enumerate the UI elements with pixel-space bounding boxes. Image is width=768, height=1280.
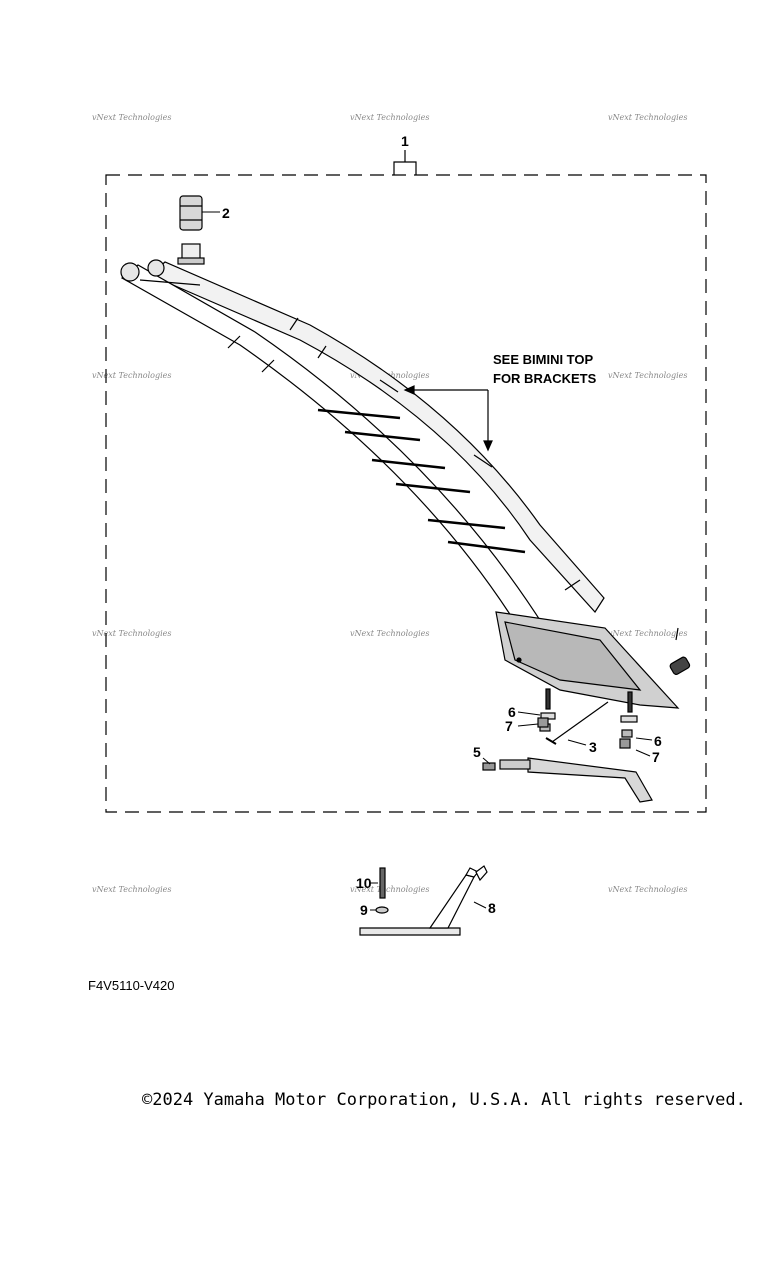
- hardware-parts: [482, 627, 691, 803]
- note-line-2: FOR BRACKETS: [493, 371, 597, 386]
- watermark: vNext Technologies: [608, 371, 687, 380]
- note-line-1: SEE BIMINI TOP: [493, 352, 593, 367]
- callout-5: 5: [473, 744, 481, 760]
- leader-lines: [202, 211, 653, 911]
- callout-10: 10: [356, 875, 372, 891]
- callout-1: 1: [401, 133, 409, 149]
- callout-6: 6: [508, 704, 516, 720]
- watermark: vNext Technologies: [350, 885, 429, 894]
- bimini-note: SEE BIMINI TOP FOR BRACKETS: [493, 352, 597, 386]
- watermark: vNext Technologies: [608, 885, 687, 894]
- bracket-pointers: [379, 379, 493, 468]
- tower-frame: [120, 259, 680, 709]
- callout-3: 3: [589, 739, 597, 755]
- assembly-frame: [105, 150, 707, 813]
- callout-2: 2: [222, 205, 230, 221]
- watermark-group: vNext Technologies vNext Technologies vN…: [92, 113, 687, 894]
- callout-labels: 1 2 3 5 6 6 7 7 8 9 10: [222, 133, 662, 918]
- watermark: vNext Technologies: [92, 371, 171, 380]
- callout-8: 8: [488, 900, 496, 916]
- watermark: vNext Technologies: [92, 885, 171, 894]
- reference-code: F4V5110-V420: [88, 978, 175, 993]
- slats: [317, 408, 526, 554]
- watermark: vNext Technologies: [92, 113, 171, 122]
- callout-7: 7: [505, 718, 513, 734]
- watermark: vNext Technologies: [350, 629, 429, 638]
- callout-9: 9: [360, 902, 368, 918]
- bracket-part: [359, 865, 488, 936]
- watermark: vNext Technologies: [608, 113, 687, 122]
- watermark: vNext Technologies: [350, 113, 429, 122]
- watermark: vNext Technologies: [608, 629, 687, 638]
- callout-7: 7: [652, 749, 660, 765]
- copyright-notice: ©2024 Yamaha Motor Corporation, U.S.A. A…: [142, 1090, 746, 1110]
- watermark: vNext Technologies: [92, 629, 171, 638]
- callout-6: 6: [654, 733, 662, 749]
- tower-cap: [177, 195, 205, 265]
